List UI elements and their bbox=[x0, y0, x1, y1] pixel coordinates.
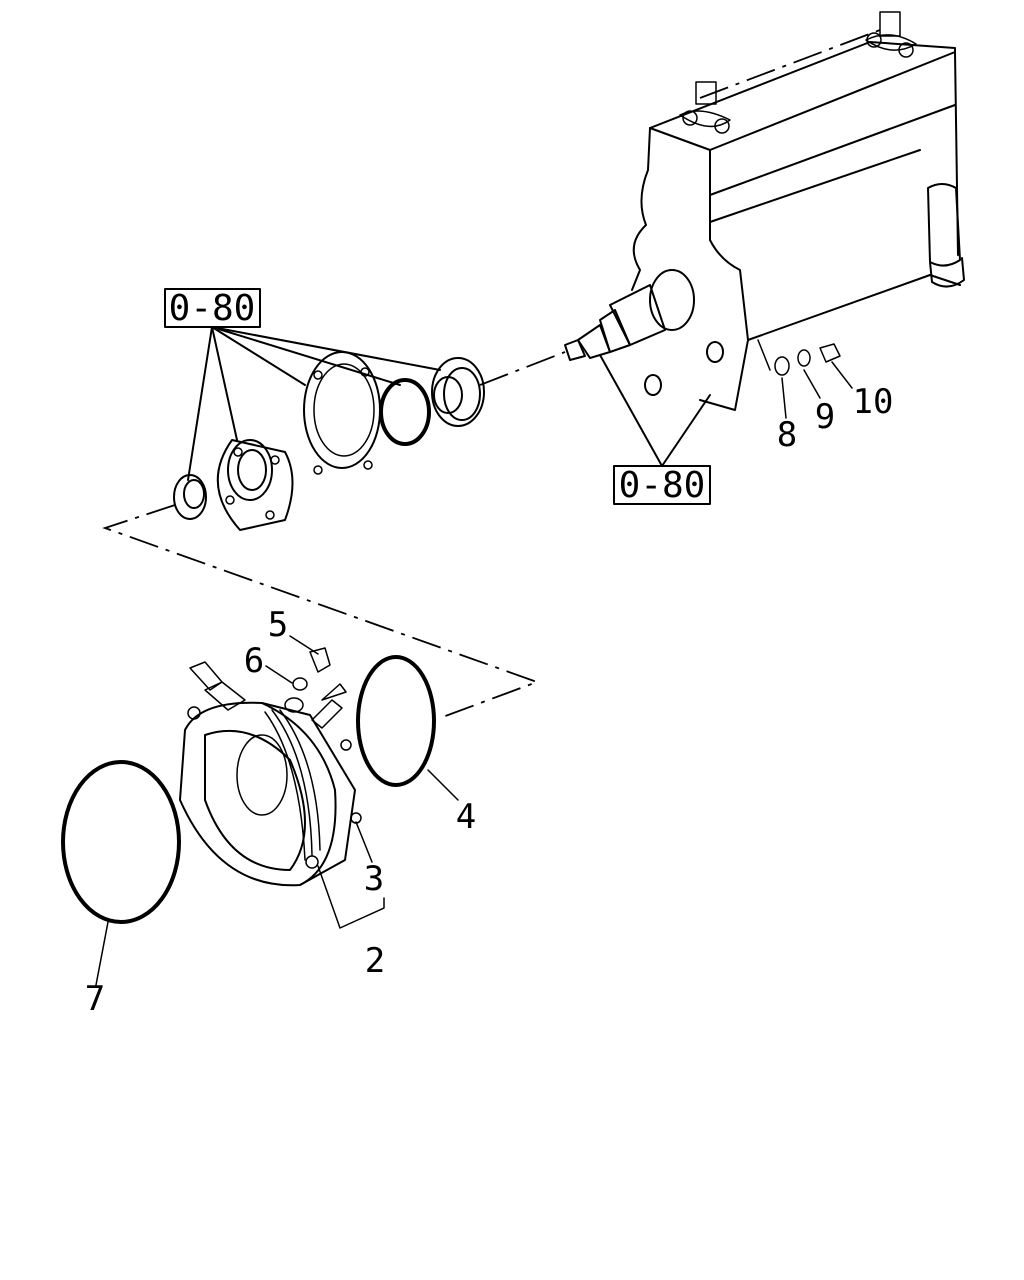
reference-label-right: 0-80 bbox=[619, 465, 706, 506]
fastener-group bbox=[757, 339, 853, 419]
callout-8: 8 bbox=[777, 415, 797, 455]
callout-leaders bbox=[95, 635, 459, 986]
callout-3: 3 bbox=[364, 859, 384, 899]
pump-housing bbox=[179, 647, 362, 887]
callout-7: 7 bbox=[85, 979, 105, 1019]
reference-box-right: 0-80 bbox=[599, 354, 711, 506]
callout-4: 4 bbox=[456, 797, 476, 837]
callout-numbers: 2 3 4 5 6 7 8 9 10 bbox=[85, 382, 894, 1019]
bearing-assembly bbox=[173, 351, 485, 531]
assembly-axis bbox=[102, 504, 540, 719]
callout-2: 2 bbox=[365, 941, 385, 981]
callout-10: 10 bbox=[853, 382, 894, 422]
reference-box-top-left: 0-80 bbox=[164, 288, 441, 481]
reference-label-top-left: 0-80 bbox=[169, 288, 256, 329]
o-ring-7 bbox=[61, 760, 181, 924]
callout-9: 9 bbox=[815, 397, 835, 437]
engine-block bbox=[479, 11, 965, 411]
callout-6: 6 bbox=[244, 641, 264, 681]
o-ring-4 bbox=[356, 655, 436, 787]
callout-5: 5 bbox=[268, 605, 288, 645]
